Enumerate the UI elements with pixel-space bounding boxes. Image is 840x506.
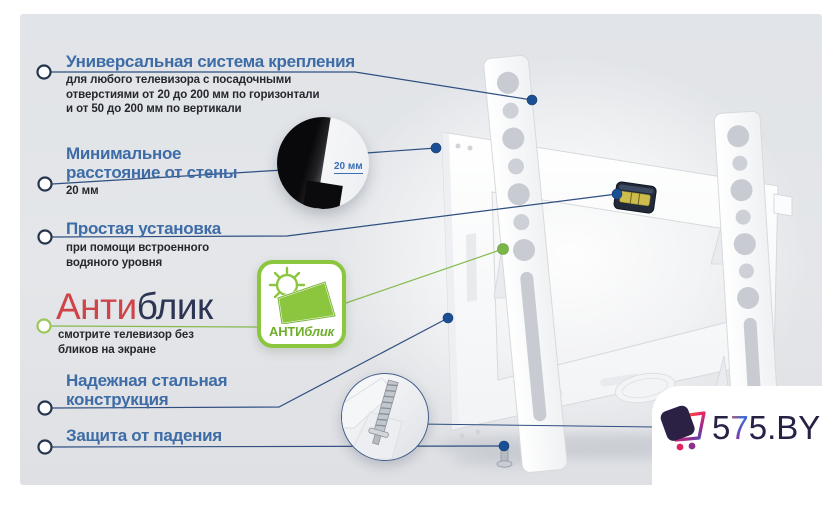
screw-closeup-art [342,377,403,460]
tv-bezel-shape [303,180,343,209]
callout-title-steel-construction: Надежная стальная конструкция [66,371,228,409]
antiglare-badge-label: АНТИблик [261,324,342,339]
wall-distance-inset: 20 мм [277,117,369,209]
store-logo-text: 575.BY [712,401,820,455]
safety-screw-inset [341,373,429,461]
badge-suffix: блик [304,324,334,339]
wall-distance-label: 20 мм [334,161,363,174]
callout-target-dots [430,94,623,452]
callout-title-universal-mounting: Универсальная система крепления [66,52,355,71]
logo-accent: 7 [730,409,749,446]
cart-icon [660,405,706,451]
callout-body-easy-install: при помощи встроенного водяного уровня [66,242,210,269]
antiglare-badge: АНТИблик [257,260,346,348]
antiglare-heading-prefix: Анти [56,286,137,327]
logo-first: 5 [712,409,731,446]
logo-panel: 575.BY [652,386,840,506]
badge-prefix: АНТИ [269,324,305,339]
threaded-screw [368,379,399,446]
callout-title-min-distance: Минимальное расстояние от стены [66,144,238,182]
callout-body-universal-mounting: для любого телевизора с посадочными отве… [66,74,320,115]
logo-rest: 5.BY [748,409,821,446]
antiglare-heading: Антиблик [56,288,213,326]
callout-title-fall-protection: Защита от падения [66,426,222,445]
antiglare-badge-art [268,266,337,326]
callout-title-easy-install: Простая установка [66,219,221,238]
bubble-level [613,181,657,214]
antiglare-body: смотрите телевизор без бликов на экране [58,329,194,356]
callout-bullets [36,64,53,455]
antiglare-heading-suffix: блик [136,286,213,327]
callout-body-min-distance: 20 мм [66,185,99,197]
